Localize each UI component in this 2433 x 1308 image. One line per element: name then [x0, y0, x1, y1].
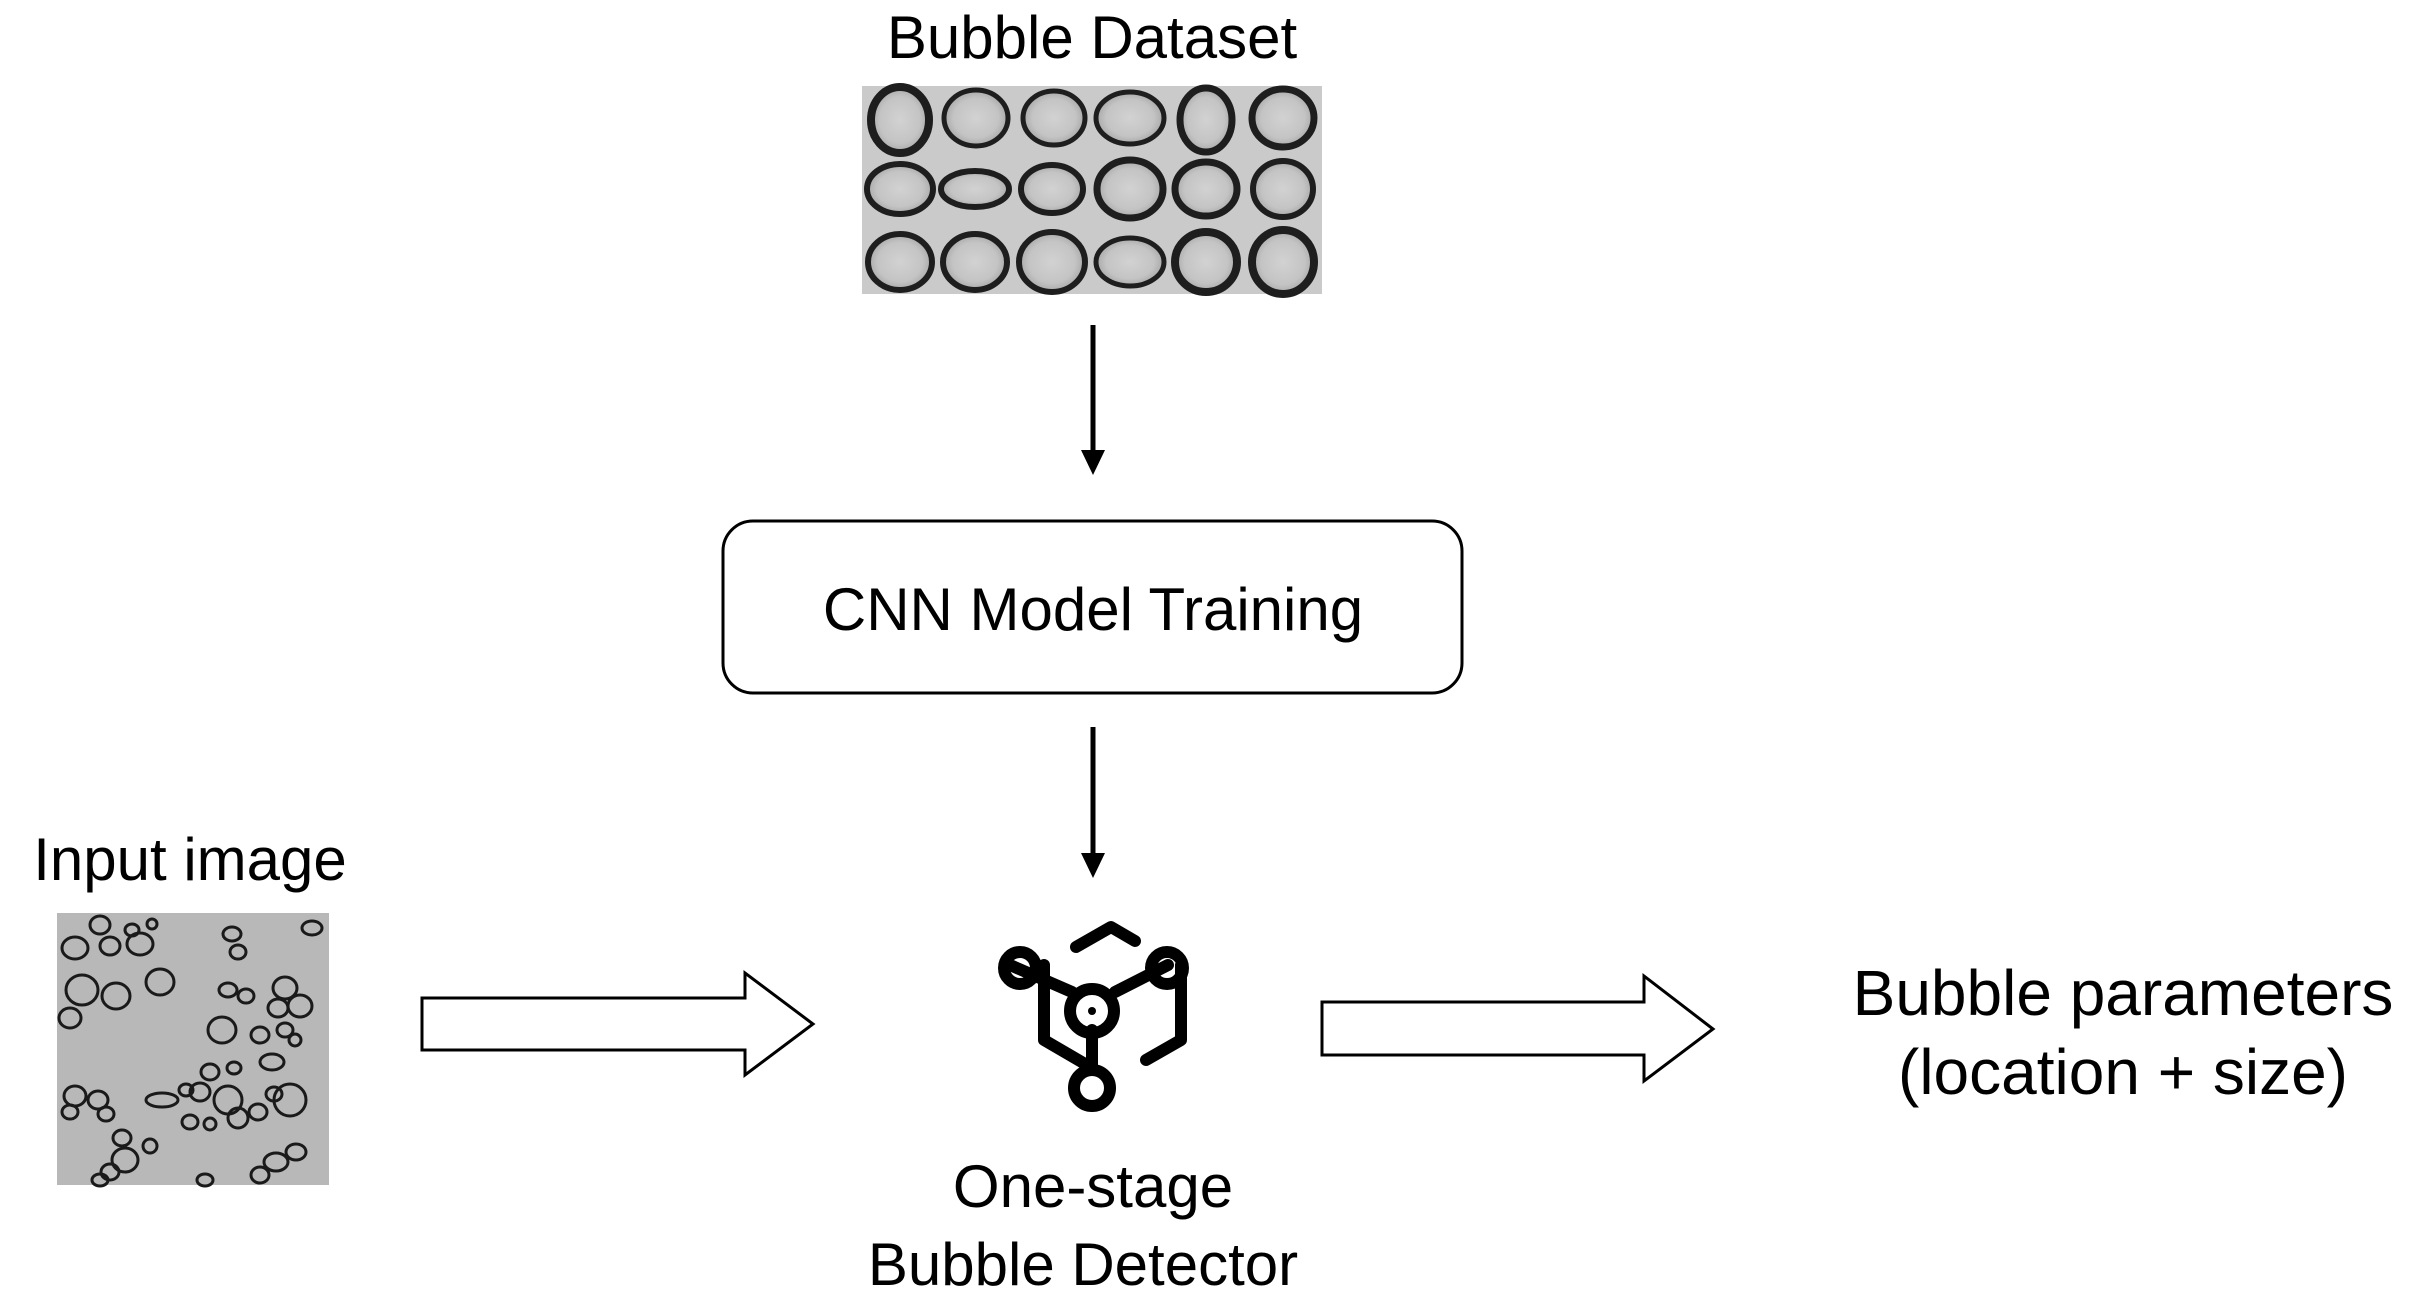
input-bubble: [284, 1142, 308, 1162]
dataset-bubble: [938, 168, 1012, 210]
model-cube-icon: [998, 921, 1189, 1112]
input-bubble: [100, 981, 132, 1011]
input-bubble: [110, 1146, 140, 1174]
arrow-training-to-detector: [1081, 727, 1105, 878]
input-bubble: [275, 1021, 295, 1039]
training-box: CNN Model Training: [721, 519, 1464, 695]
input-bubble: [206, 1015, 238, 1045]
input-title: Input image: [33, 826, 347, 893]
input-bubble: [287, 1032, 303, 1048]
input-bubble: [188, 1081, 212, 1103]
input-bubble: [111, 1128, 133, 1148]
input-bubble: [221, 925, 243, 943]
output-line1: Bubble parameters: [1853, 957, 2394, 1029]
input-bubble: [99, 1162, 121, 1182]
dataset-bubble: [1093, 235, 1167, 289]
dataset-bubble: [1018, 162, 1086, 216]
input-bubble: [57, 1006, 83, 1030]
bubble-dataset-image: [862, 83, 1322, 298]
input-bubble: [226, 1106, 250, 1130]
input-bubble: [236, 987, 256, 1005]
input-bubble: [98, 935, 122, 957]
input-bubble: [202, 1116, 218, 1132]
input-bubble: [262, 1151, 290, 1173]
input-bubble: [217, 981, 239, 999]
dataset-bubble: [867, 83, 933, 157]
dataset-bubble: [1093, 89, 1167, 147]
input-bubble: [300, 919, 324, 937]
input-image: [57, 913, 329, 1188]
dataset-bubble: [1250, 158, 1316, 220]
input-bubble: [199, 1062, 221, 1082]
input-bubble: [86, 1089, 110, 1111]
input-bubble: [145, 917, 159, 931]
dataset-bubble: [864, 161, 936, 217]
input-bubble: [177, 1082, 195, 1098]
dataset-bubble: [1248, 226, 1318, 298]
input-bubble: [90, 1172, 110, 1188]
input-bubble: [264, 1085, 284, 1103]
input-bubble: [247, 1102, 269, 1122]
input-bubble: [125, 931, 155, 957]
input-bubble: [144, 967, 176, 997]
input-bubble: [144, 1091, 180, 1109]
arrow-detector-to-output: [1320, 972, 1716, 1085]
input-bubble: [60, 1103, 80, 1121]
dataset-bubble: [941, 87, 1011, 149]
dataset-bubble: [1171, 158, 1241, 220]
input-bubble: [60, 935, 90, 961]
detector-label-line2: Bubble Detector: [868, 1231, 1298, 1298]
input-bubble: [96, 1105, 116, 1123]
input-bubble: [195, 1172, 215, 1188]
input-bubble: [141, 1137, 159, 1155]
output-line2: (location + size): [1898, 1036, 2348, 1108]
dataset-bubble: [1248, 85, 1318, 151]
input-bubble: [64, 973, 100, 1007]
arrow-input-to-detector: [420, 970, 816, 1078]
dataset-title: Bubble Dataset: [887, 4, 1298, 71]
input-bubble: [249, 1025, 271, 1045]
training-label: CNN Model Training: [823, 576, 1363, 643]
arrow-dataset-to-training: [1081, 325, 1105, 475]
dataset-bubble: [865, 231, 935, 293]
dataset-bubble: [1093, 156, 1167, 222]
detector-label-line1: One-stage: [953, 1153, 1233, 1220]
input-bubble: [271, 975, 299, 1001]
dataset-bubble: [1020, 88, 1088, 148]
input-bubble: [258, 1052, 286, 1072]
input-bubble: [228, 943, 248, 961]
dataset-bubble: [1171, 228, 1241, 296]
input-bubble: [180, 1113, 200, 1131]
input-bubble: [286, 993, 314, 1019]
dataset-bubble: [1016, 229, 1088, 295]
input-bubble: [249, 1165, 271, 1185]
dataset-bubble: [940, 231, 1010, 293]
input-bubble: [225, 1060, 243, 1076]
dataset-bubble: [1176, 84, 1236, 156]
input-bubble: [88, 914, 112, 936]
